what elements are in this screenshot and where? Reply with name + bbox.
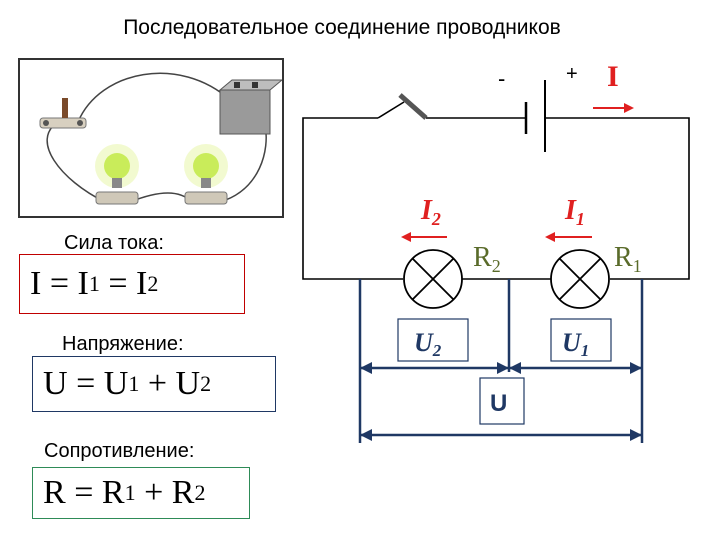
- battery-plus-sign: +: [566, 63, 578, 85]
- formula-term: =: [74, 474, 94, 511]
- voltage-measure-lines: [358, 279, 644, 443]
- formula-term: I: [30, 265, 42, 302]
- r1-label: R1: [614, 242, 642, 276]
- circuit-wires: [302, 117, 690, 280]
- formula-term: I: [77, 265, 89, 302]
- formula-term: R: [473, 242, 492, 273]
- u1-box: [550, 318, 612, 362]
- formula-term: 1: [633, 256, 642, 276]
- formula-term: 2: [194, 480, 206, 505]
- r2-label: R2: [473, 242, 501, 276]
- circuit-photo: [18, 58, 284, 218]
- lamp-1-icon: [550, 249, 610, 309]
- formula-term: =: [49, 265, 70, 302]
- formula-term: I: [420, 195, 433, 226]
- formula-term: U: [43, 365, 68, 402]
- formula-term: 1: [576, 209, 585, 229]
- current-2-label: I2: [420, 195, 441, 229]
- formula-term: 2: [200, 371, 212, 396]
- formula-term: =: [76, 365, 96, 402]
- formula-term: U: [414, 328, 434, 357]
- formula-term: 2: [432, 341, 442, 360]
- formula-term: 1: [581, 341, 590, 360]
- lamp-2-icon: [403, 249, 463, 309]
- bulb-photo-icon: [95, 144, 139, 205]
- resistance-label: Сопротивление:: [44, 440, 195, 462]
- formula-term: U: [175, 365, 201, 402]
- u-total-box: [479, 377, 525, 425]
- formula-term: R: [43, 474, 66, 511]
- formula-term: U: [562, 328, 582, 357]
- u1-label: U1: [562, 328, 589, 360]
- current-1-label: I1: [564, 195, 585, 229]
- battery-icon: [524, 80, 546, 152]
- formula-term: +: [147, 365, 167, 402]
- voltage-label: Напряжение:: [62, 333, 184, 355]
- page-title: Последовательное соединение проводников: [123, 16, 561, 39]
- formula-term: R: [101, 474, 125, 511]
- switch-icon: [377, 93, 428, 120]
- formula-term: 2: [431, 209, 441, 229]
- battery-photo-icon: [218, 79, 282, 135]
- formula-term: I: [136, 265, 148, 302]
- bulb-photo-icon: [184, 144, 228, 205]
- formula-term: 2: [147, 271, 159, 296]
- formula-term: R: [171, 474, 195, 511]
- formula-term: R: [614, 242, 633, 273]
- battery-minus-sign: -: [498, 66, 505, 91]
- formula-term: 1: [88, 271, 100, 296]
- formula-term: +: [144, 474, 164, 511]
- formula-term: 1: [128, 371, 140, 396]
- u2-box: [397, 318, 469, 362]
- formula-term: 2: [492, 256, 501, 276]
- formula-term: U: [103, 365, 129, 402]
- u-total-label: U: [490, 390, 507, 417]
- formula-term: =: [108, 265, 128, 302]
- current-label: Сила тока:: [64, 232, 164, 254]
- switch-photo-icon: [39, 98, 87, 129]
- formula-term: I: [564, 195, 577, 226]
- u2-label: U2: [414, 328, 442, 360]
- formula-term: 1: [124, 480, 136, 505]
- total-current-label: I: [607, 60, 619, 93]
